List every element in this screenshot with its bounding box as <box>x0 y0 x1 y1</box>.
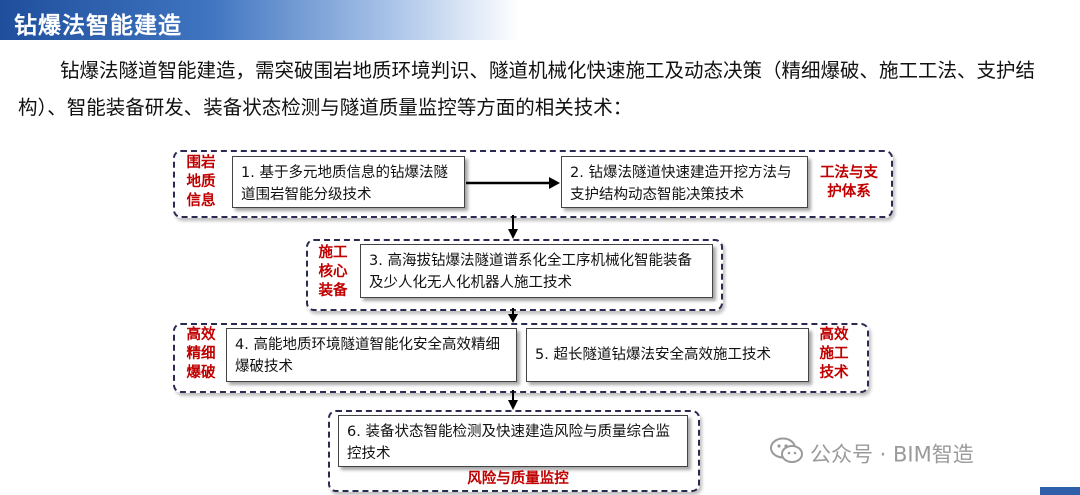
watermark-text: 公众号 · BIM智造 <box>810 442 974 467</box>
tag-rock-geology: 围岩 地质 信息 <box>186 155 216 209</box>
intro-paragraph: 钻爆法隧道智能建造，需突破围岩地质环境判识、隧道机械化快速施工及动态决策（精细爆… <box>18 52 1048 126</box>
page-title: 钻爆法智能建造 <box>14 13 182 39</box>
box-3: 3. 高海拔钻爆法隧道谱系化全工序机械化智能装备及少人化无人化机器人施工技术 <box>360 244 713 298</box>
tag-efficient-construction: 高效 施工 技术 <box>819 327 849 381</box>
box-1: 1. 基于多元地质信息的钻爆法隧道围岩智能分级技术 <box>232 156 465 208</box>
wechat-icon <box>770 437 804 470</box>
box-5: 5. 超长隧道钻爆法安全高效施工技术 <box>526 328 809 382</box>
tag-core-equipment: 施工 核心 装备 <box>318 245 348 299</box>
tag-fine-blasting: 高效 精细 爆破 <box>186 327 216 381</box>
box-4: 4. 高能地质环境隧道智能化安全高效精细爆破技术 <box>226 328 517 382</box>
arrow-row1-to-row2 <box>508 215 518 239</box>
tag-risk-quality: 风险与质量监控 <box>467 471 569 487</box>
header-bar: 钻爆法智能建造 <box>0 0 520 40</box>
box-2: 2. 钻爆法隧道快速建造开挖方法与支护结构动态智能决策技术 <box>561 156 808 208</box>
corner-accent <box>1040 487 1080 495</box>
arrow-row3-to-row4 <box>508 390 518 410</box>
box-6: 6. 装备状态智能检测及快速建造风险与质量综合监控技术 <box>338 415 688 467</box>
watermark: 公众号 · BIM智造 <box>770 437 974 470</box>
tag-method-support: 工法与支 护体系 <box>820 165 878 200</box>
intro-text: 钻爆法隧道智能建造，需突破围岩地质环境判识、隧道机械化快速施工及动态决策（精细爆… <box>18 59 1036 119</box>
